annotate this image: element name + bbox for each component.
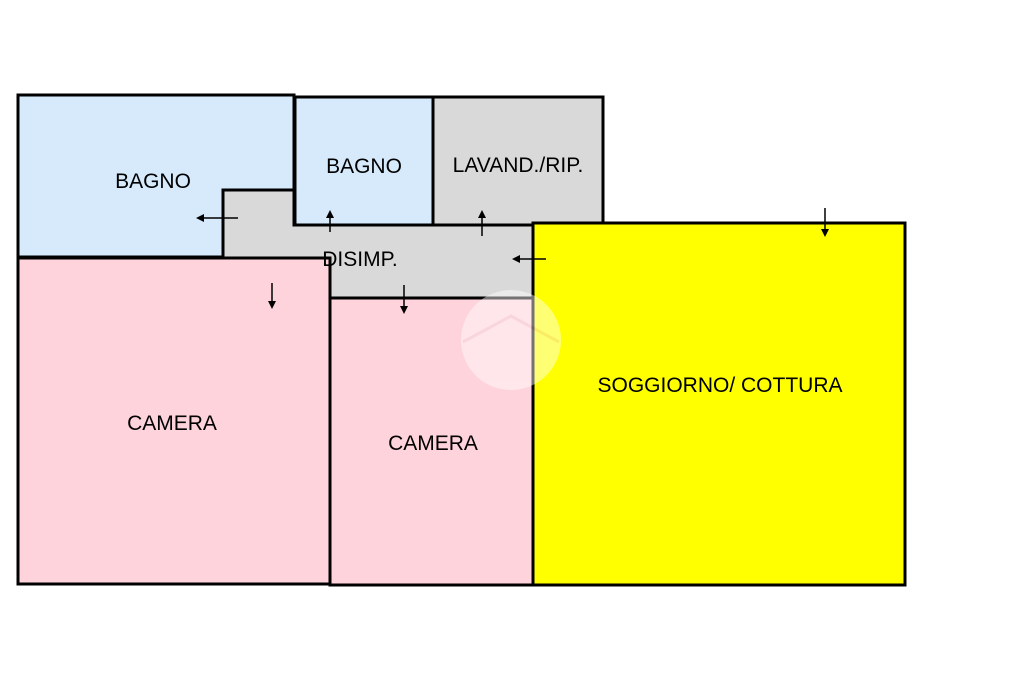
room-camera-1 bbox=[16, 256, 332, 586]
door-arrow-bagno-1 bbox=[196, 214, 238, 222]
door-arrow-lavanderia bbox=[478, 210, 486, 236]
door-arrow-bagno-2 bbox=[326, 210, 334, 232]
room-bagno-2 bbox=[293, 95, 435, 227]
room-label-camera-1: CAMERA bbox=[127, 412, 217, 435]
room-label-bagno-2: BAGNO bbox=[326, 155, 402, 178]
room-label-lavanderia: LAVAND./RIP. bbox=[453, 154, 584, 177]
door-arrow-soggiorno-from-disimp bbox=[512, 255, 546, 263]
room-label-bagno-1: BAGNO bbox=[115, 170, 191, 193]
room-label-camera-2: CAMERA bbox=[388, 432, 478, 455]
room-soggiorno bbox=[531, 221, 907, 587]
door-arrow-camera-1 bbox=[268, 283, 276, 309]
room-lavanderia bbox=[431, 95, 605, 227]
house-logo-watermark bbox=[461, 290, 561, 390]
room-label-disimpegno: DISIMP. bbox=[322, 248, 397, 271]
door-arrow-camera-2 bbox=[400, 285, 408, 314]
room-label-soggiorno: SOGGIORNO/ COTTURA bbox=[597, 374, 842, 397]
door-arrow-entrance-soggiorno bbox=[821, 208, 829, 237]
